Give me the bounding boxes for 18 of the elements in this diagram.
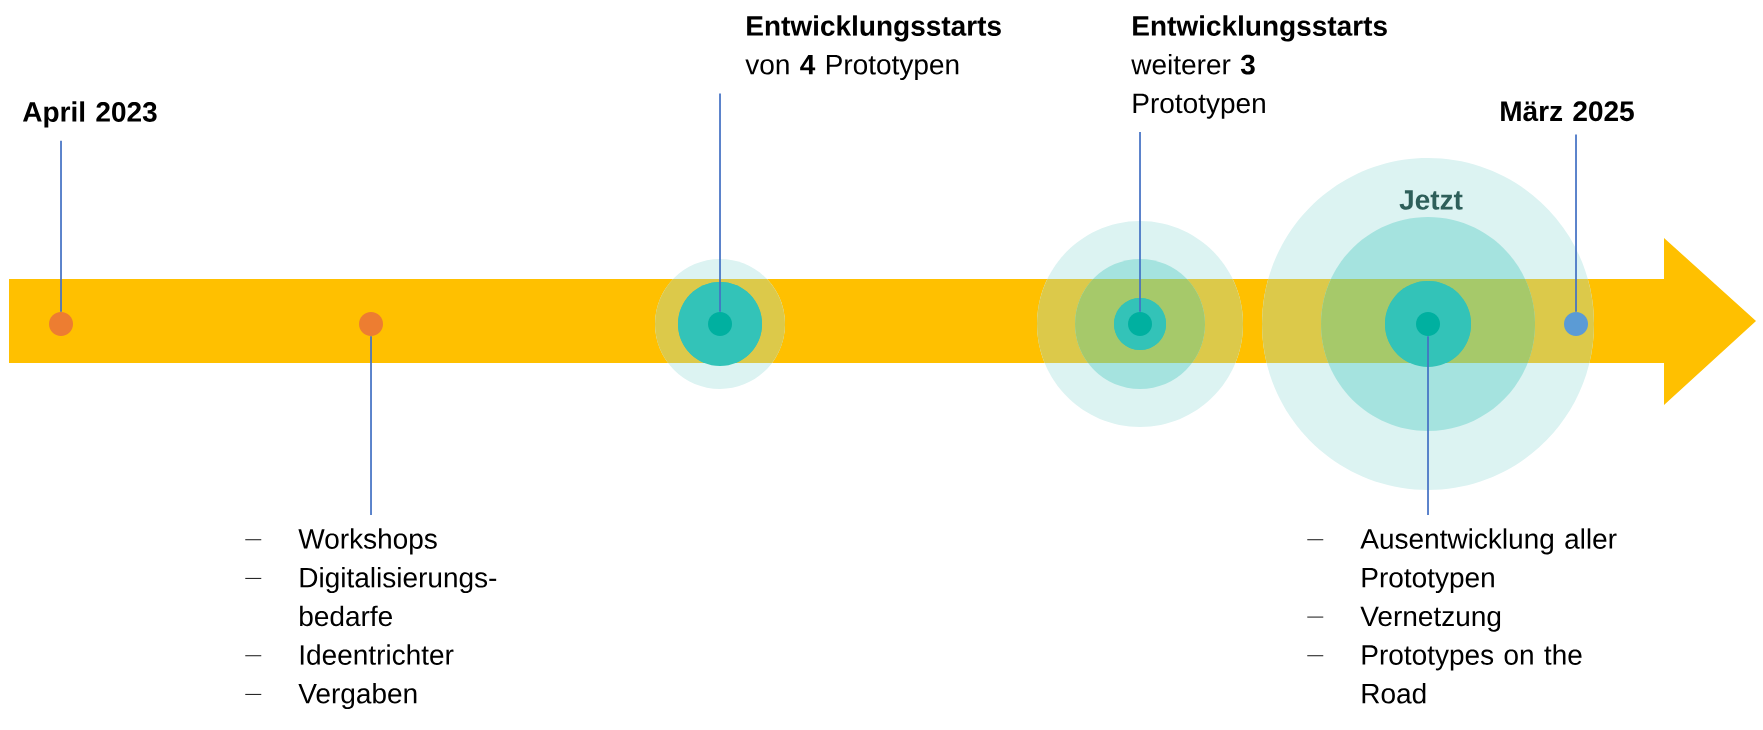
timeline-dot <box>1416 312 1440 336</box>
timeline-dot <box>1564 312 1588 336</box>
leader-line <box>60 139 62 313</box>
leader-line <box>370 335 372 516</box>
timeline-dot <box>708 312 732 336</box>
leader-line <box>1575 133 1577 313</box>
date-label: März 2025 <box>1501 101 1634 122</box>
now-label: Jetzt <box>1399 190 1463 210</box>
leader-line <box>719 92 721 313</box>
timeline-dot <box>49 312 73 336</box>
bullet-list: Workshops Digitalisierungs-bedarfe Ideentrichter Vergaben <box>244 528 497 710</box>
leader-line <box>1427 335 1429 516</box>
date-label: April 2023 <box>22 101 157 128</box>
milestone-label: Entwicklungsstarts von 4 Prototypen <box>745 15 1001 81</box>
timeline-dot <box>359 312 383 336</box>
timeline-dot <box>1128 312 1152 336</box>
milestone-label: Entwicklungsstarts weiterer 3 Prototypen <box>1131 15 1387 119</box>
bullet-list: Ausentwicklung aller Prototypen Vernetzung Prototypes on the Road <box>1306 528 1617 704</box>
